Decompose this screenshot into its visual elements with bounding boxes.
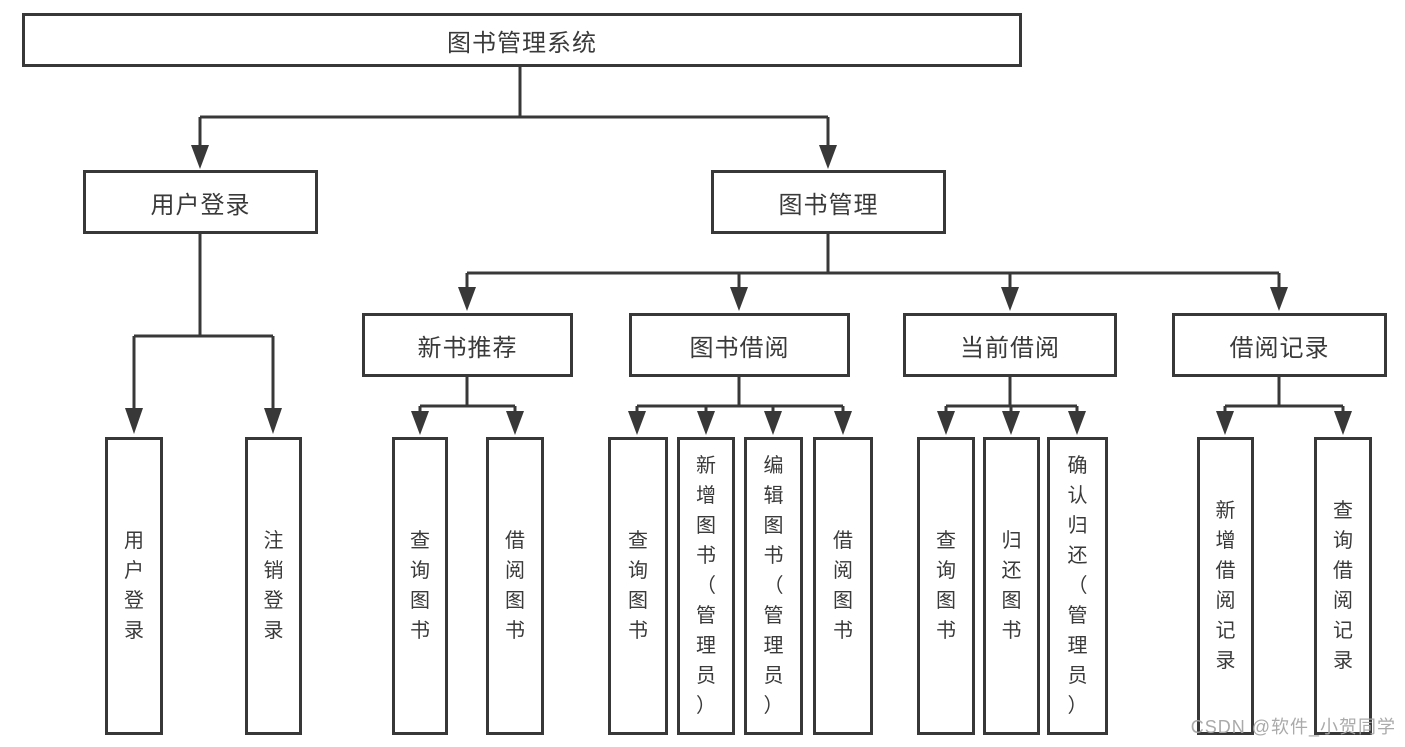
leaf-borrow-edit-books-admin: 编辑图书（管理员） <box>744 437 803 735</box>
node-new-book-recommend-label: 新书推荐 <box>417 334 518 362</box>
node-new-book-recommend: 新书推荐 <box>362 313 573 377</box>
node-system-root: 图书管理系统 <box>22 13 1022 67</box>
node-current-borrow: 当前借阅 <box>903 313 1117 377</box>
leaf-current-return-books: 归还图书 <box>983 437 1040 735</box>
node-book-borrow: 图书借阅 <box>629 313 850 377</box>
node-book-management: 图书管理 <box>711 170 946 234</box>
leaf-current-confirm-return-admin: 确认归还（管理员） <box>1047 437 1108 735</box>
leaf-recommend-borrow-books: 借阅图书 <box>486 437 544 735</box>
leaf-borrow-borrow-books: 借阅图书 <box>813 437 873 735</box>
node-system-root-label: 图书管理系统 <box>447 29 597 57</box>
leaf-logout-login: 注销登录 <box>245 437 302 735</box>
leaf-records-query-borrow-record: 查询借阅记录 <box>1314 437 1372 735</box>
node-borrow-records: 借阅记录 <box>1172 313 1387 377</box>
csdn-watermark: CSDN @软件_小贺同学 <box>1190 717 1396 737</box>
leaf-borrow-add-books-admin: 新增图书（管理员） <box>677 437 735 735</box>
arrowheads <box>125 145 1352 435</box>
node-user-login-label: 用户登录 <box>150 191 251 219</box>
node-user-login: 用户登录 <box>83 170 318 234</box>
node-current-borrow-label: 当前借阅 <box>960 334 1060 362</box>
node-book-management-label: 图书管理 <box>778 191 879 219</box>
leaf-borrow-query-books: 查询图书 <box>608 437 668 735</box>
leaf-records-add-borrow-record: 新增借阅记录 <box>1197 437 1254 735</box>
leaf-user-login: 用户登录 <box>105 437 163 735</box>
leaf-recommend-query-books: 查询图书 <box>392 437 448 735</box>
leaf-current-query-books: 查询图书 <box>917 437 975 735</box>
node-book-borrow-label: 图书借阅 <box>689 334 790 362</box>
node-borrow-records-label: 借阅记录 <box>1229 334 1330 362</box>
